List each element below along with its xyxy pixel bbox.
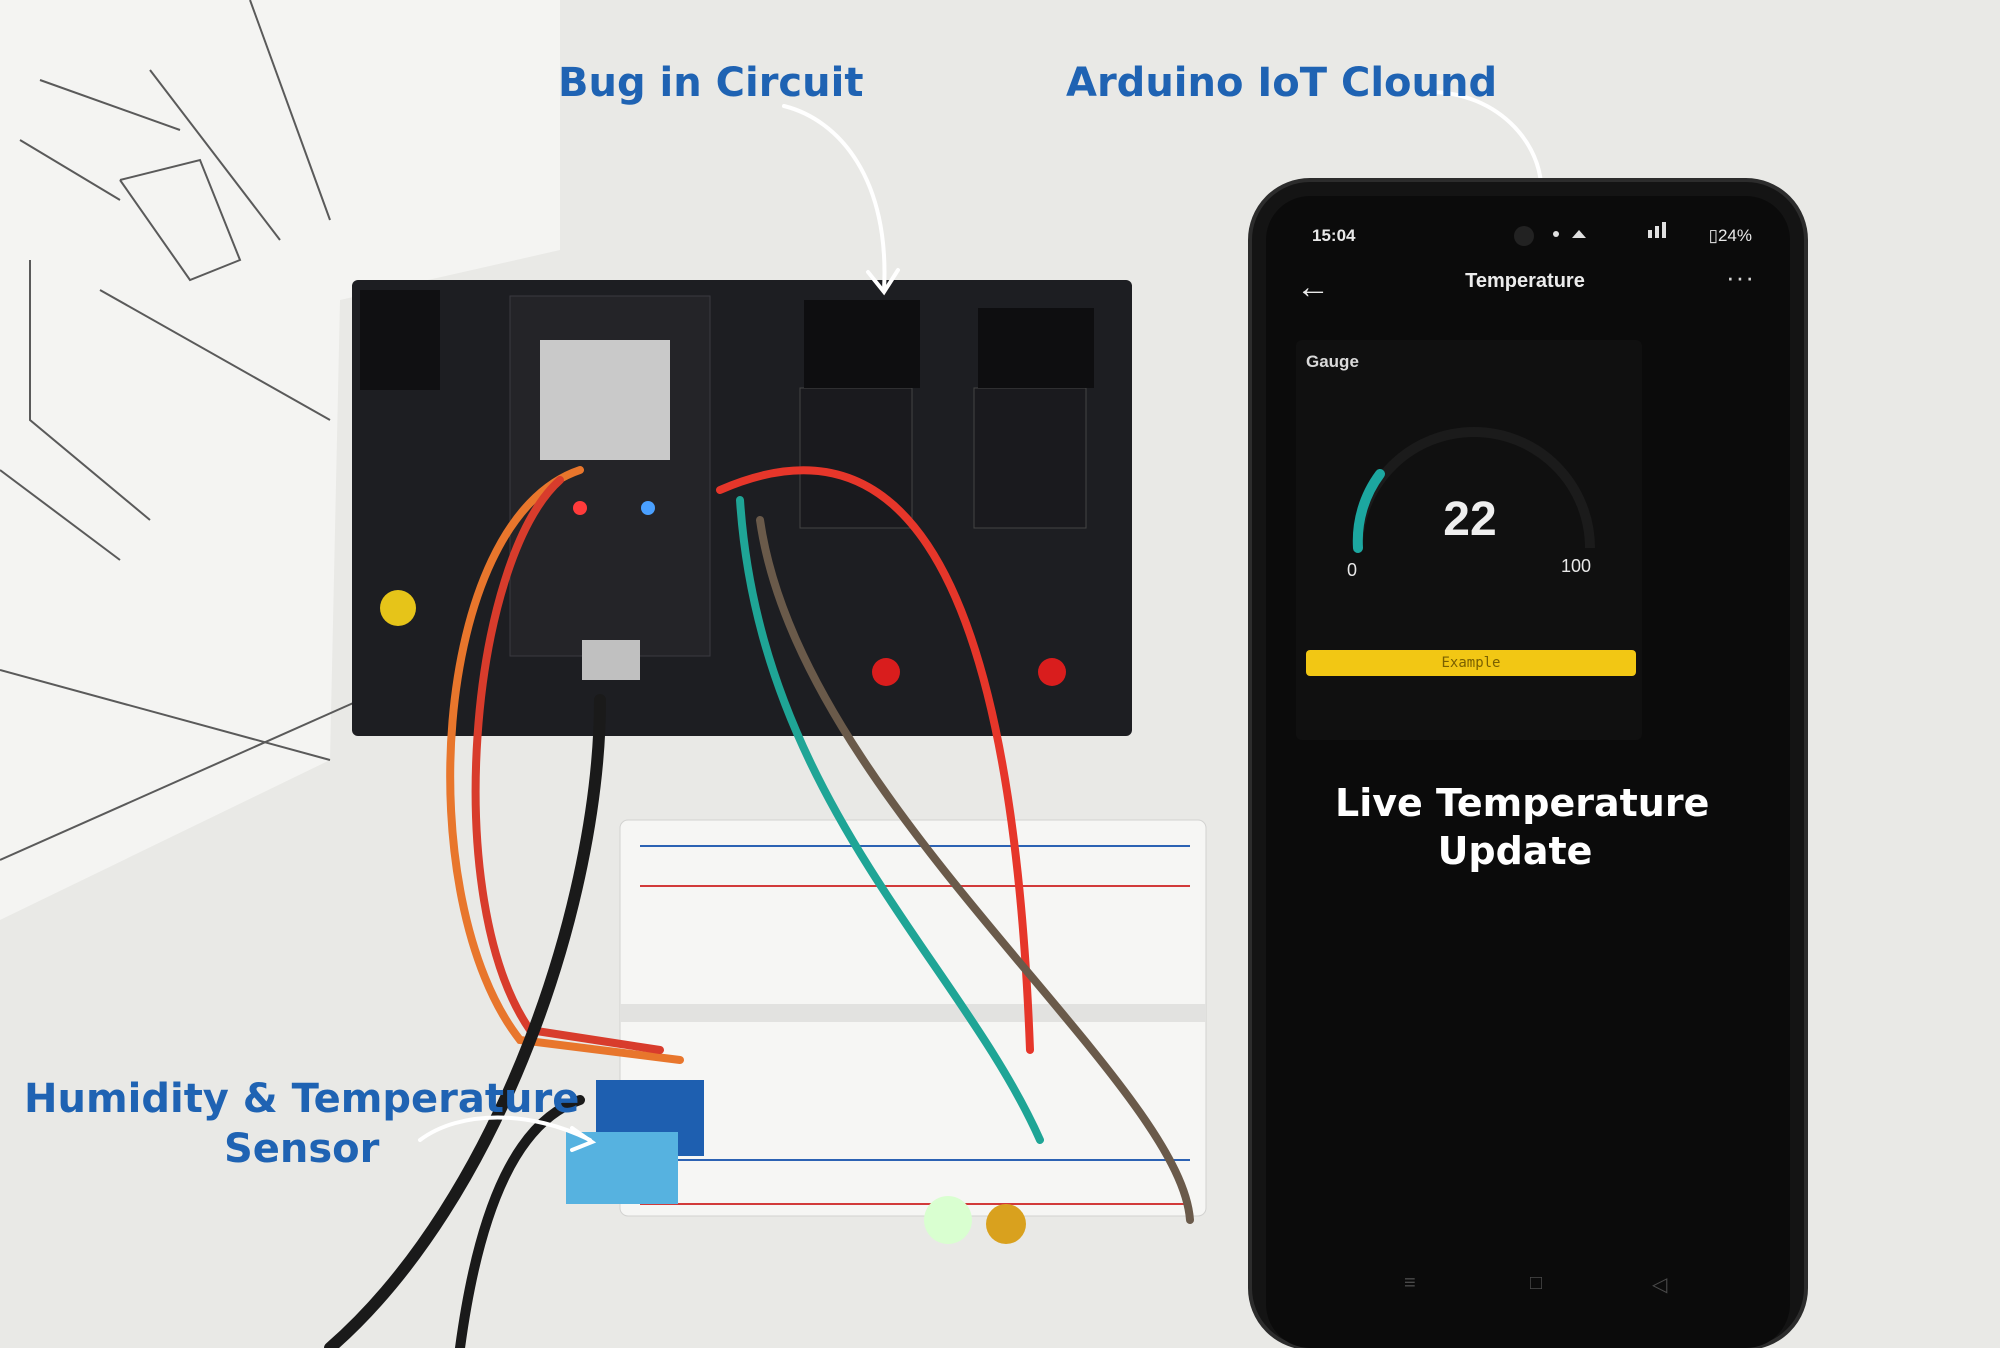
gauge-value: 22: [1443, 493, 1497, 546]
callout-bug-in-circuit: Bug in Circuit: [558, 60, 864, 106]
app-title: Temperature: [1465, 270, 1585, 292]
callout-live-update: Live Temperature Update: [1335, 780, 1710, 875]
terminal-block-1: [804, 300, 920, 388]
red-onboard-led: [573, 501, 587, 515]
breadboard-channel: [620, 1004, 1206, 1022]
recents-button[interactable]: ≡: [1404, 1272, 1416, 1294]
dht-sensor: [566, 1132, 678, 1204]
yellow-led: [986, 1204, 1026, 1244]
gauge-card-label: Gauge: [1306, 352, 1359, 371]
phone-status-bar: 15:04 ▯24%: [1312, 224, 1752, 252]
status-battery: 24%: [1717, 226, 1752, 245]
gauge-card: [1296, 340, 1642, 740]
pcb-red-led-1: [872, 658, 900, 686]
gauge-max-label: 100: [1561, 556, 1592, 576]
dc-jack: [360, 290, 440, 390]
callout-sensor: Humidity & Temperature Sensor: [24, 1074, 579, 1174]
callout-arduino-iot-cloud: Arduino IoT Clound: [1066, 60, 1498, 106]
home-button[interactable]: □: [1530, 1272, 1543, 1294]
status-time: 15:04: [1312, 226, 1356, 245]
usb-connector-icon: [582, 640, 640, 680]
callout-sensor-line1: Humidity & Temperature: [24, 1076, 580, 1122]
callout-live-line1: Live Temperature: [1335, 781, 1710, 825]
blue-onboard-led: [641, 501, 655, 515]
more-icon[interactable]: ···: [1726, 262, 1755, 292]
callout-live-line2: Update: [1437, 828, 1593, 873]
esp32-shield: [540, 340, 670, 460]
front-camera: [1514, 226, 1534, 246]
relay-2: [973, 387, 1087, 529]
battery-icon: ▯24%: [1708, 226, 1752, 245]
schematic-lines: [0, 0, 361, 861]
green-led: [924, 1196, 972, 1244]
back-arrow-icon[interactable]: ←: [1296, 268, 1330, 306]
schematic-paper: [0, 0, 560, 920]
gauge-value-arc: [1352, 469, 1385, 553]
jumper-wires: [324, 466, 1194, 1348]
signal-icon: [1648, 230, 1652, 238]
example-bar[interactable]: Example: [1306, 650, 1636, 676]
nav-back-button[interactable]: ◁: [1652, 1274, 1668, 1296]
pcb-yellow-led: [380, 590, 416, 626]
terminal-block-2: [978, 308, 1094, 388]
gauge-min-label: 0: [1347, 560, 1358, 580]
wifi-icon: [1572, 230, 1586, 238]
callout-sensor-line2: Sensor: [223, 1126, 380, 1172]
status-icons: [1553, 222, 1666, 238]
pcb-red-led-2: [1038, 658, 1066, 686]
bluetooth-icon: [1553, 231, 1559, 237]
